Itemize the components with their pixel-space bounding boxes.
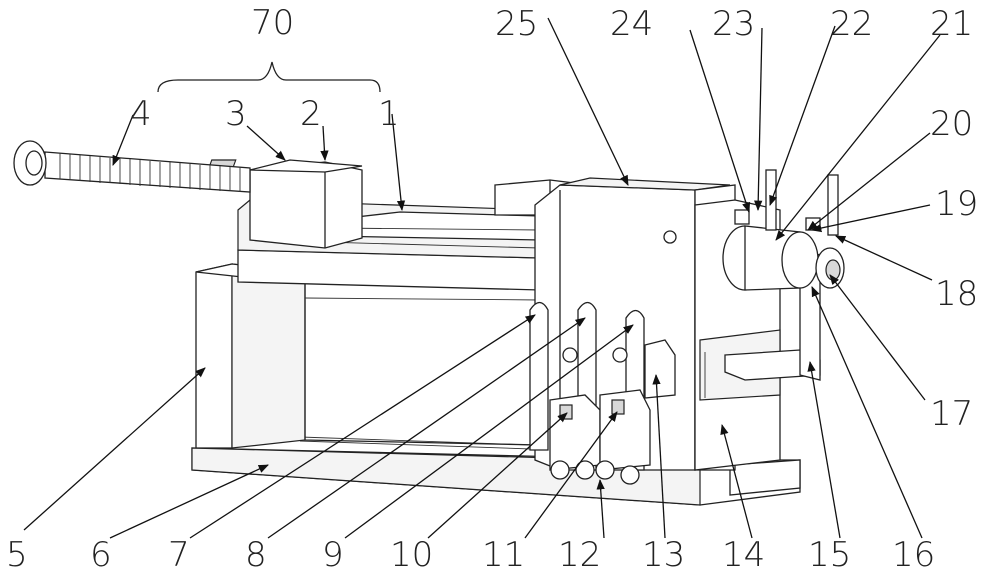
callout-1: 1 [378, 94, 400, 134]
callout-2: 2 [300, 94, 322, 134]
callout-16: 16 [892, 535, 935, 573]
callout-3: 3 [225, 94, 247, 134]
lead-screw [14, 141, 250, 192]
group-brace-70: 70 [158, 3, 380, 92]
callout-25: 25 [495, 4, 538, 44]
callout-7: 7 [168, 535, 190, 573]
callout-13: 13 [642, 535, 685, 573]
callout-19: 19 [935, 184, 978, 224]
callout-12: 12 [558, 535, 601, 573]
callout-17: 17 [930, 394, 973, 434]
callout-5: 5 [6, 535, 28, 573]
callout-10: 10 [390, 535, 433, 573]
callout-22: 22 [830, 4, 873, 44]
callout-20: 20 [930, 104, 973, 144]
callout-23: 23 [712, 4, 755, 44]
callout-4: 4 [130, 94, 152, 134]
machine-body [14, 141, 844, 505]
callout-6: 6 [90, 535, 112, 573]
callout-24: 24 [610, 4, 653, 44]
callout-14: 14 [722, 535, 765, 573]
callout-11: 11 [482, 535, 525, 573]
callout-18: 18 [935, 274, 978, 314]
callout-8: 8 [245, 535, 267, 573]
callout-21: 21 [930, 4, 973, 44]
callout-9: 9 [322, 535, 344, 573]
callout-15: 15 [808, 535, 851, 573]
group-label: 70 [251, 3, 294, 43]
